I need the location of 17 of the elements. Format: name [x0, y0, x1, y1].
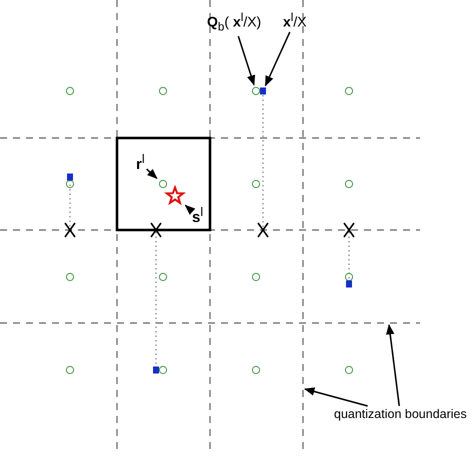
leader-arrow — [386, 324, 400, 406]
quantized-point-marker — [260, 88, 266, 94]
leader-arrow — [238, 36, 256, 86]
annotation-label: Q$_{b}$( x$^{l}$/X) — [207, 12, 262, 34]
star-marker — [164, 184, 186, 206]
annotation-label: x$^{l}$/X — [283, 12, 307, 30]
annotation-label: quantization boundaries — [334, 408, 467, 422]
lattice-point — [158, 180, 168, 188]
leader-arrow — [304, 387, 368, 407]
annotation-label: r$^{l}$ — [136, 153, 145, 174]
lattice-point — [252, 86, 260, 96]
leader-arrow — [146, 168, 158, 180]
leader-arrow — [184, 204, 196, 215]
quantization-boundary-line — [302, 0, 304, 452]
annotation-label: s$^{l}$ — [192, 206, 204, 226]
leader-arrow — [264, 32, 290, 86]
quantization-boundary-line — [0, 322, 420, 324]
